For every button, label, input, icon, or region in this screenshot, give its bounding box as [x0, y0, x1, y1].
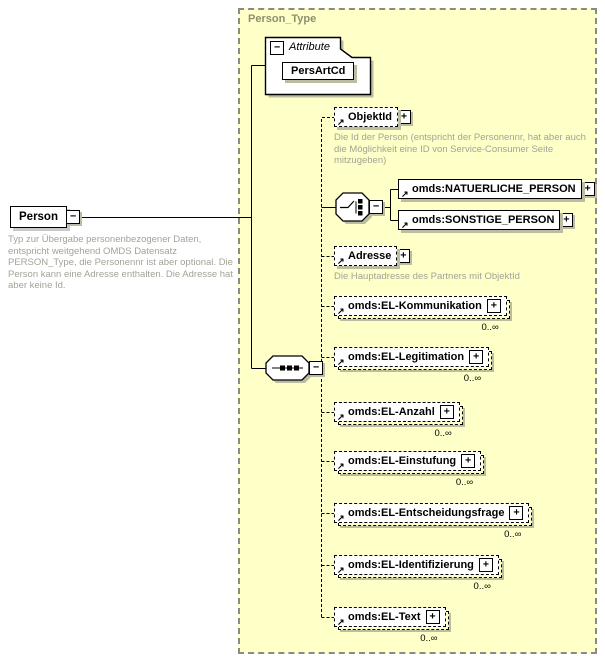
- element-naturliche-person[interactable]: ↗ omds:NATUERLICHE_PERSON: [398, 179, 582, 199]
- attribute-persartcd-label: PersArtCd: [291, 65, 346, 77]
- attribute-persartcd[interactable]: PersArtCd: [282, 62, 355, 80]
- expand-toggle-naturliche-person[interactable]: +: [580, 182, 595, 196]
- element-el-text[interactable]: ↗ omds:EL-Text +: [334, 607, 449, 630]
- element-row-el-identifizierung: ↗ omds:EL-Identifizierung + 0..∞: [334, 555, 502, 592]
- element-el-kommunikation[interactable]: ↗ omds:EL-Kommunikation +: [334, 296, 510, 319]
- reference-arrow-icon: ↗: [337, 412, 345, 422]
- element-el-anzahl[interactable]: ↗ omds:EL-Anzahl +: [334, 402, 463, 425]
- element-el-entscheidungsfrage[interactable]: ↗ omds:EL-Entscheidungsfrage +: [334, 503, 533, 526]
- annotation-person: Typ zur Übergabe personenbezogener Daten…: [8, 234, 233, 291]
- element-el-text-label: omds:EL-Text: [348, 611, 421, 623]
- collapse-toggle-attributes[interactable]: −: [270, 41, 284, 55]
- occurs-label: 0..∞: [473, 581, 491, 592]
- element-row-naturliche-person: ↗ omds:NATUERLICHE_PERSON +: [398, 179, 595, 199]
- choice-icon[interactable]: [335, 192, 372, 224]
- occurs-label: 0..∞: [504, 529, 522, 540]
- reference-arrow-icon: ↗: [337, 513, 345, 523]
- element-row-el-kommunikation: ↗ omds:EL-Kommunikation + 0..∞: [334, 296, 510, 333]
- reference-arrow-icon: ↗: [337, 357, 345, 367]
- element-row-el-text: ↗ omds:EL-Text + 0..∞: [334, 607, 449, 644]
- element-row-objektid: ↗ ObjektId +: [334, 107, 412, 127]
- expand-toggle-el-text[interactable]: +: [425, 610, 440, 624]
- person-type-title: Person_Type: [248, 13, 317, 25]
- dashed-connectors: [321, 117, 335, 618]
- element-person-label: Person: [19, 211, 58, 223]
- element-el-legitimation-label: omds:EL-Legitimation: [348, 351, 465, 363]
- expand-toggle-sonstige-person[interactable]: +: [559, 213, 574, 227]
- attribute-section-label: Attribute: [289, 41, 330, 53]
- element-row-sonstige-person: ↗ omds:SONSTIGE_PERSON +: [398, 210, 574, 230]
- element-objektid-label: ObjektId: [348, 111, 393, 123]
- collapse-toggle-person[interactable]: −: [66, 210, 80, 224]
- annotation-adresse: Die Hauptadresse des Partners mit Objekt…: [334, 271, 520, 282]
- element-row-adresse: ↗ Adresse +: [334, 246, 411, 266]
- element-el-kommunikation-label: omds:EL-Kommunikation: [348, 300, 482, 312]
- reference-arrow-icon: ↗: [337, 461, 345, 471]
- reference-arrow-icon: ↗: [401, 189, 409, 199]
- occurs-label: 0..∞: [420, 633, 438, 644]
- solid-connectors: [79, 65, 399, 369]
- element-sonstige-person[interactable]: ↗ omds:SONSTIGE_PERSON: [398, 210, 561, 230]
- expand-toggle-el-anzahl[interactable]: +: [439, 405, 454, 419]
- collapse-toggle-choice[interactable]: −: [369, 200, 383, 214]
- element-adresse-label: Adresse: [348, 250, 392, 262]
- person-type-panel: [238, 8, 597, 654]
- element-el-identifizierung[interactable]: ↗ omds:EL-Identifizierung +: [334, 555, 502, 578]
- element-el-entscheidungsfrage-label: omds:EL-Entscheidungsfrage: [348, 507, 505, 519]
- occurs-label: 0..∞: [455, 477, 474, 488]
- element-objektid[interactable]: ↗ ObjektId: [334, 107, 399, 127]
- occurs-label: 0..∞: [434, 428, 452, 439]
- element-sonstige-person-label: omds:SONSTIGE_PERSON: [412, 214, 555, 226]
- annotation-objektid: Die Id der Person (entspricht der Person…: [334, 132, 586, 166]
- element-adresse[interactable]: ↗ Adresse: [334, 246, 398, 266]
- occurs-label: 0..∞: [481, 322, 499, 333]
- element-el-identifizierung-label: omds:EL-Identifizierung: [348, 559, 474, 571]
- reference-arrow-icon: ↗: [337, 565, 345, 575]
- expand-toggle-objektid[interactable]: +: [397, 110, 412, 124]
- expand-toggle-adresse[interactable]: +: [396, 249, 411, 263]
- reference-arrow-icon: ↗: [401, 220, 409, 230]
- expand-toggle-el-einstufung[interactable]: +: [461, 454, 476, 468]
- collapse-toggle-sequence[interactable]: −: [309, 361, 323, 375]
- element-row-el-entscheidungsfrage: ↗ omds:EL-Entscheidungsfrage + 0..∞: [334, 503, 533, 540]
- element-naturliche-person-label: omds:NATUERLICHE_PERSON: [412, 183, 576, 195]
- expand-toggle-el-legitimation[interactable]: +: [469, 350, 484, 364]
- element-el-anzahl-label: omds:EL-Anzahl: [348, 406, 435, 418]
- element-el-einstufung[interactable]: ↗ omds:EL-Einstufung +: [334, 451, 485, 474]
- element-row-el-einstufung: ↗ omds:EL-Einstufung + 0..∞: [334, 451, 485, 488]
- occurs-label: 0..∞: [463, 373, 482, 384]
- element-row-el-legitimation: ↗ omds:EL-Legitimation + 0..∞: [334, 347, 493, 384]
- element-el-einstufung-label: omds:EL-Einstufung: [348, 455, 457, 467]
- expand-toggle-el-identifizierung[interactable]: +: [478, 558, 493, 572]
- element-row-el-anzahl: ↗ omds:EL-Anzahl + 0..∞: [334, 402, 463, 439]
- reference-arrow-icon: ↗: [337, 256, 345, 266]
- reference-arrow-icon: ↗: [337, 617, 345, 627]
- reference-arrow-icon: ↗: [337, 306, 345, 316]
- reference-arrow-icon: ↗: [337, 117, 345, 127]
- sequence-icon[interactable]: [265, 355, 312, 383]
- element-el-legitimation[interactable]: ↗ omds:EL-Legitimation +: [334, 347, 493, 370]
- expand-toggle-el-entscheidungsfrage[interactable]: +: [509, 506, 524, 520]
- expand-toggle-el-kommunikation[interactable]: +: [486, 299, 501, 313]
- element-person[interactable]: Person: [10, 206, 67, 228]
